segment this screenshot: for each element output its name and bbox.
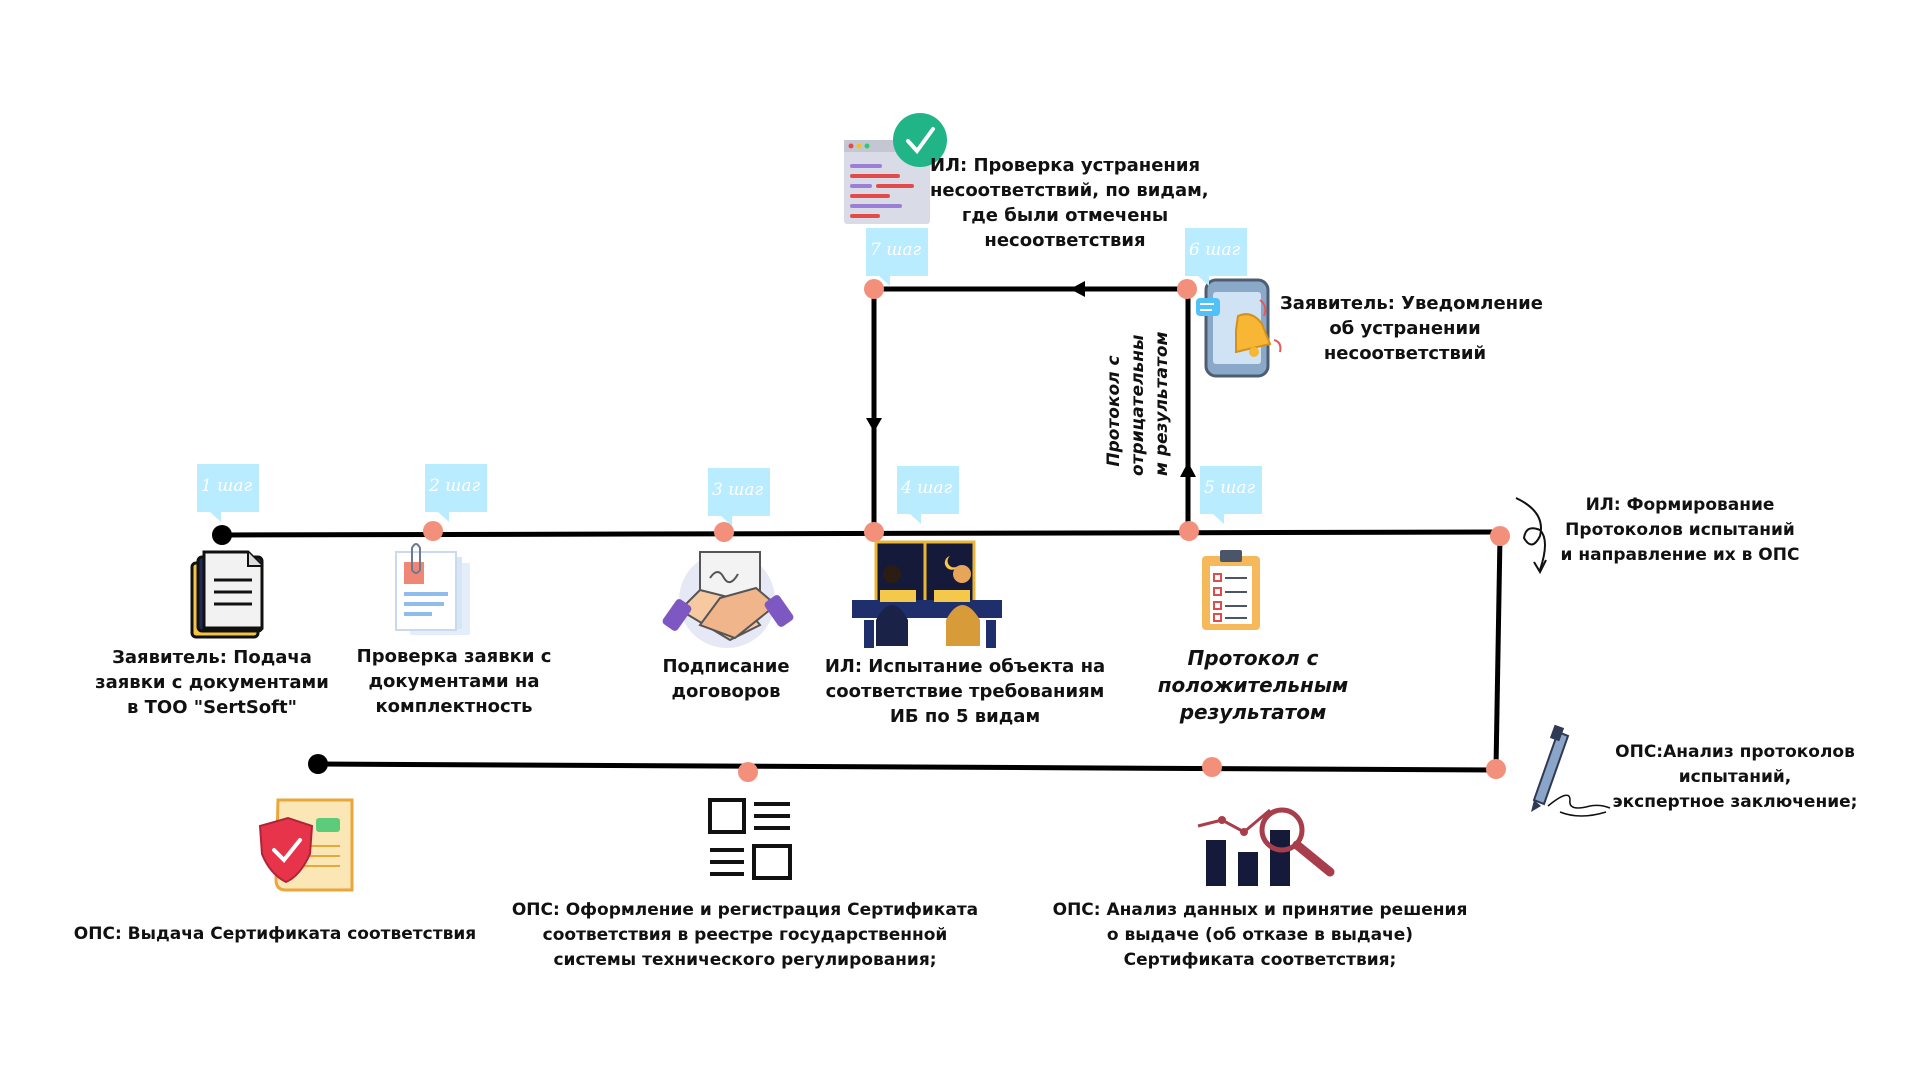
handshake-icon	[662, 551, 794, 648]
step-badge-3: 3 шаг	[708, 468, 770, 526]
label-line: экспертное заключение;	[1612, 792, 1858, 812]
step-label: 1 шаг	[201, 476, 253, 496]
checklist-icon	[1202, 550, 1260, 630]
label-line: соответствие требованиям	[825, 681, 1105, 702]
label-line: системы технического регулирования;	[553, 950, 937, 970]
label-issue: ОПС: Выдача Сертификата соответствия	[60, 922, 490, 947]
label-line: соответствия в реестре государственной	[542, 925, 948, 945]
label-line: Сертификата соответствия;	[1123, 950, 1397, 970]
label-line: об устранении	[1329, 318, 1481, 339]
label-line: Протокол с	[1104, 355, 1124, 467]
step-badge-5: 5 шаг	[1200, 466, 1262, 524]
label-line: заявки с документами	[95, 672, 329, 693]
label-line: договоров	[671, 681, 781, 702]
certificate-icon	[258, 798, 354, 892]
label-line: ИЛ: Испытание объекта на	[824, 656, 1106, 677]
label-line: результатом	[1179, 700, 1327, 724]
clipboard-icon	[395, 543, 470, 635]
label-line: ОПС:Анализ протоколов	[1615, 742, 1855, 762]
label-line: ОПС: Оформление и регистрация Сертификат…	[511, 900, 979, 920]
step-label: 6 шаг	[1189, 240, 1241, 260]
label-notify: Заявитель: Уведомление об устранении нес…	[1280, 291, 1543, 366]
flow-line-top	[219, 529, 1503, 538]
label-line: о выдаче (об отказе в выдаче)	[1106, 925, 1414, 945]
label-recheck: ИЛ: Проверка устранения несоответствий, …	[930, 153, 1209, 253]
label-line: и направление их в ОПС	[1560, 545, 1800, 565]
node-registration	[738, 762, 758, 782]
label-line: испытаний,	[1678, 767, 1792, 787]
step-label: 7 шаг	[870, 240, 922, 260]
flow-line-bottom	[315, 761, 1499, 773]
label-analysis: ОПС:Анализ протоколов испытаний, эксперт…	[1600, 740, 1870, 815]
arrow-left-icon	[1070, 281, 1085, 297]
label-line: ИЛ: Проверка устранения	[930, 155, 1201, 176]
form-layout-icon	[708, 798, 792, 880]
start-point	[212, 525, 232, 545]
signature-pen-icon	[1531, 724, 1611, 817]
label-line: ОПС: Выдача Сертификата соответствия	[73, 924, 477, 944]
label-line: Проверка заявки с	[356, 646, 552, 667]
flow-line-right	[1493, 533, 1503, 771]
arrow-up-icon	[1180, 462, 1196, 477]
node-step-2	[423, 521, 443, 541]
label-line: Протоколов испытаний	[1565, 520, 1795, 540]
label-check: Проверка заявки с документами на комплек…	[354, 644, 554, 719]
label-line: отрицательны	[1128, 334, 1148, 476]
label-submit: Заявитель: Подача заявки с документами в…	[92, 645, 332, 720]
label-line: комплектность	[375, 696, 533, 717]
end-point	[308, 754, 328, 774]
step-badge-2: 2 шаг	[425, 464, 487, 522]
label-decision: ОПС: Анализ данных и принятие решения о …	[1050, 898, 1470, 973]
label-line: Заявитель: Уведомление	[1280, 293, 1543, 314]
label-protocols: ИЛ: Формирование Протоколов испытаний и …	[1550, 493, 1810, 568]
step-badge-4: 4 шаг	[897, 466, 959, 524]
curved-arrow-icon	[1515, 497, 1547, 575]
label-line: положительным	[1157, 673, 1349, 697]
label-line: ИЛ: Формирование	[1585, 495, 1775, 515]
node-step-4	[864, 522, 884, 542]
step-label: 4 шаг	[901, 478, 953, 498]
label-line: несоответствий, по видам,	[930, 180, 1209, 201]
node-analysis	[1486, 759, 1506, 779]
label-line: в ТОО "SertSoft"	[127, 697, 297, 718]
step-label: 2 шаг	[429, 476, 481, 496]
node-decision	[1202, 757, 1222, 777]
node-protocols	[1490, 526, 1510, 546]
label-line: несоответствий	[1323, 343, 1487, 364]
label-negative: Протокол с отрицательны м результатом	[1102, 331, 1174, 476]
documents-icon	[190, 550, 264, 639]
arrow-down-icon	[866, 418, 882, 432]
step-label: 3 шаг	[712, 480, 764, 500]
label-registration: ОПС: Оформление и регистрация Сертификат…	[505, 898, 985, 973]
phone-notification-icon	[1196, 278, 1282, 378]
label-testing: ИЛ: Испытание объекта на соответствие тр…	[820, 654, 1110, 729]
step-badge-1: 1 шаг	[197, 464, 259, 522]
label-line: ОПС: Анализ данных и принятие решения	[1052, 900, 1468, 920]
node-step-3	[714, 522, 734, 542]
bar-chart-magnifier-icon	[1197, 807, 1335, 886]
label-line: Подписание	[662, 656, 790, 677]
label-line: м результатом	[1152, 331, 1172, 476]
step-badge-6: 6 шаг	[1185, 228, 1247, 286]
label-positive: Протокол с положительным результатом	[1148, 645, 1358, 726]
label-line: Заявитель: Подача	[112, 647, 312, 668]
label-line: ИБ по 5 видам	[889, 706, 1041, 727]
label-contract: Подписание договоров	[656, 654, 796, 704]
step-badge-7: 7 шаг	[866, 228, 928, 286]
step-label: 5 шаг	[1204, 478, 1256, 498]
label-line: несоответствия	[984, 230, 1146, 251]
node-step-6	[1177, 279, 1197, 299]
label-line: документами на	[368, 671, 540, 692]
label-line: Протокол с	[1187, 646, 1319, 670]
node-step-5	[1179, 521, 1199, 541]
label-line: где были отмечены	[961, 205, 1169, 226]
code-window-icon	[844, 113, 947, 224]
workers-icon	[852, 540, 1002, 648]
flow-nodes	[423, 279, 1510, 782]
